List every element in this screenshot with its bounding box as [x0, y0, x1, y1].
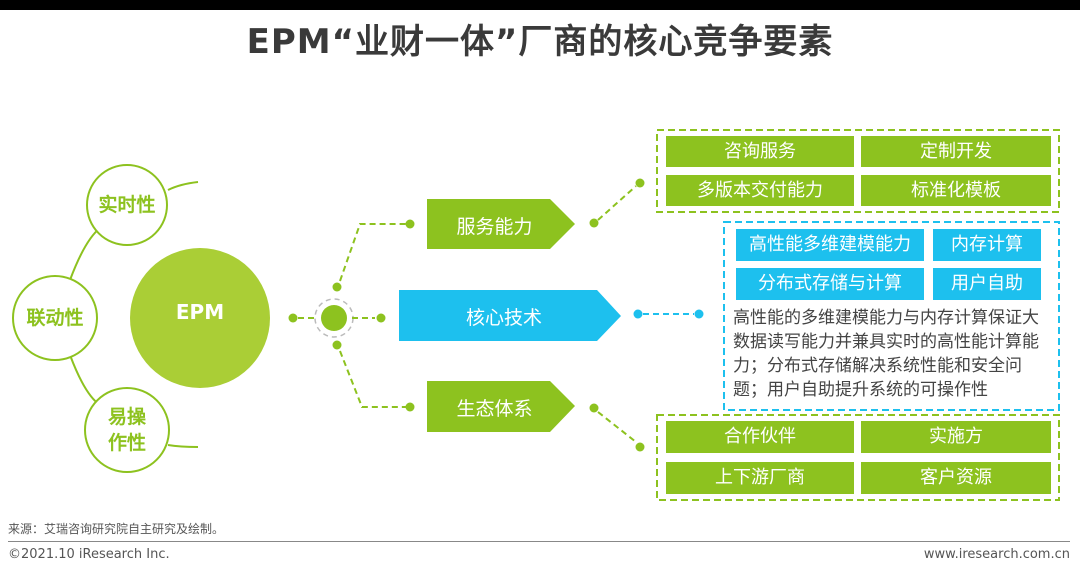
copyright: ©2021.10 iResearch Inc.: [8, 547, 170, 562]
top-bar: [0, 0, 1080, 10]
connector-dot: [589, 218, 599, 228]
source-note: 来源：艾瑞咨询研究院自主研究及绘制。: [8, 522, 225, 536]
branch-arrow-ecosystem: [427, 381, 575, 432]
branch-label: 服务能力: [456, 216, 533, 238]
arc-connector: [69, 354, 101, 406]
connector-dot: [589, 403, 599, 413]
connector-dot: [376, 313, 386, 323]
property-circle-usability: [84, 387, 170, 473]
service-item: 定制开发: [861, 136, 1051, 167]
ecosystem-item: 客户资源: [861, 462, 1051, 494]
property-circle-linkage: [12, 275, 98, 361]
page-title: EPM“业财一体”厂商的核心竞争要素: [246, 22, 834, 62]
property-label: 联动性: [26, 307, 84, 329]
service-item: 咨询服务: [666, 136, 854, 167]
epm-label: EPM: [175, 300, 225, 324]
footer-divider: [8, 541, 1070, 542]
ecosystem-item: 上下游厂商: [666, 462, 854, 494]
hub-dot: [321, 305, 347, 331]
ecosystem-items-frame: [656, 414, 1060, 501]
core-tech-description: 高性能的多维建模能力与内存计算保证大数据读写能力并兼具实时的高性能计算能力；分布…: [733, 308, 1039, 400]
connector-dot: [694, 309, 704, 319]
connector-dot: [635, 442, 645, 452]
service-item: 标准化模板: [861, 175, 1051, 206]
core-tech-item: 用户自助: [933, 268, 1041, 300]
connector-dot: [332, 282, 342, 292]
core-tech-item: 分布式存储与计算: [736, 268, 924, 300]
connector-dot: [288, 313, 298, 323]
property-circle-realtime: [86, 164, 168, 246]
service-items-frame: [656, 129, 1060, 213]
connector-dot: [332, 340, 342, 350]
ecosystem-item: 合作伙伴: [666, 421, 854, 453]
connector-dot: [405, 219, 415, 229]
branch-arrow-service: [427, 199, 575, 249]
core-tech-item: 内存计算: [933, 229, 1041, 261]
connector-dot: [405, 402, 415, 412]
epm-core-circle: [130, 248, 270, 388]
property-label: 实时性: [98, 194, 156, 216]
service-item: 多版本交付能力: [666, 175, 854, 206]
connector-dot: [633, 309, 643, 319]
core-tech-items-frame: [723, 221, 1060, 411]
arc-connector: [69, 227, 101, 281]
connector-dot: [635, 178, 645, 188]
arc-connector: [167, 444, 199, 448]
arc-connector: [167, 181, 199, 191]
branch-label: 生态体系: [456, 398, 533, 420]
core-tech-item: 高性能多维建模能力: [736, 229, 924, 261]
ecosystem-item: 实施方: [861, 421, 1051, 453]
branch-arrow-core-tech: [399, 290, 621, 341]
property-label: 易操 作性: [107, 406, 146, 454]
branch-label: 核心技术: [465, 307, 542, 329]
website-link[interactable]: www.iresearch.com.cn: [923, 547, 1070, 562]
